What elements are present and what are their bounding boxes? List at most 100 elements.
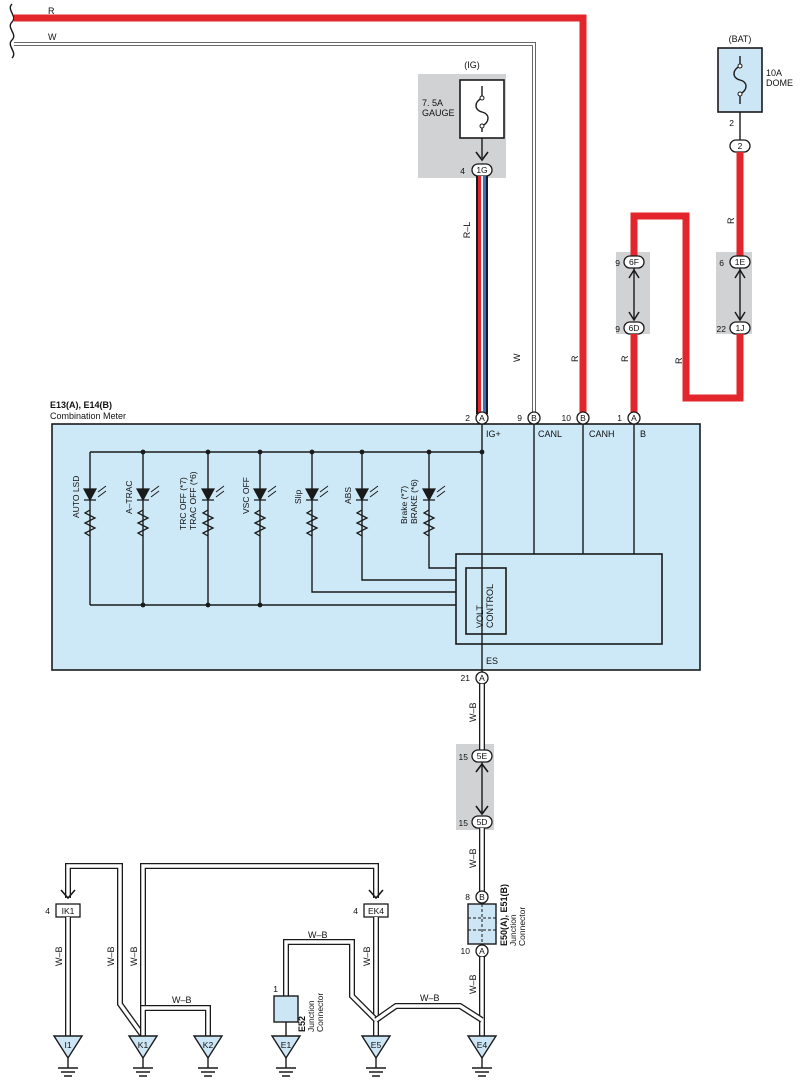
ground-icon [366, 1058, 386, 1077]
svg-text:W–B: W–B [468, 974, 478, 994]
svg-text:W–B: W–B [172, 995, 192, 1005]
svg-text:CANH: CANH [589, 429, 615, 439]
svg-text:8: 8 [465, 892, 470, 902]
ground-e1: E1 [270, 1035, 302, 1077]
svg-text:1: 1 [617, 413, 622, 423]
svg-text:EK4: EK4 [368, 906, 384, 916]
meter-subtitle: Combination Meter [50, 411, 126, 421]
arrow-down-icon [368, 889, 384, 900]
arrow-down-icon [475, 151, 489, 162]
volt-control-box [465, 567, 507, 635]
svg-text:ABS: ABS [343, 487, 353, 504]
indicator-a-trac: A–TRAC [124, 449, 160, 605]
svg-text:B: B [479, 892, 485, 902]
svg-text:I1: I1 [64, 1040, 71, 1050]
gauge-amp: 7. 5A [422, 98, 443, 108]
wire-label-r-dome: R [726, 217, 736, 224]
wire-label-r-l: R–L [462, 222, 472, 239]
svg-text:A: A [631, 413, 637, 423]
svg-text:W–B: W–B [468, 702, 478, 722]
svg-text:B: B [580, 413, 586, 423]
svg-text:Brake (*7): Brake (*7) [399, 486, 409, 524]
control-label: CONTROL [485, 584, 495, 628]
svg-text:10: 10 [461, 946, 471, 956]
connector-2-label: 2 [738, 141, 743, 151]
volt-control-module [455, 553, 663, 645]
connector-1g-pin: 4 [460, 166, 465, 176]
svg-text:IK1: IK1 [62, 906, 75, 916]
indicator-vsc-off: VSC OFF [241, 449, 277, 605]
svg-text:4: 4 [45, 906, 50, 916]
wire-r-loop [630, 212, 744, 402]
ground-icon [133, 1058, 153, 1077]
indicator-auto-lsd: AUTO LSD [71, 452, 107, 605]
svg-text:21: 21 [461, 673, 471, 683]
svg-text:Junction: Junction [508, 914, 518, 946]
connector-6f-pin: 9 [615, 258, 620, 268]
fuse-element-icon [733, 56, 747, 104]
svg-text:W–B: W–B [308, 930, 328, 940]
wire-wb-k1-k2 [140, 1005, 211, 1036]
svg-text:BRAKE (*6): BRAKE (*6) [409, 479, 419, 524]
svg-text:5D: 5D [477, 817, 488, 827]
connector-1j-label: 1J [736, 323, 745, 333]
wire-w-top-inner [14, 42, 536, 414]
fuse-element-icon [475, 86, 489, 132]
wire-label-r-canh: R [570, 355, 580, 362]
ground-k1: K1 [127, 1035, 159, 1077]
ground-icon [198, 1058, 218, 1077]
junction-e51-pin [475, 890, 489, 904]
svg-text:Connector: Connector [517, 907, 527, 946]
connector-1e-label: 1E [735, 257, 746, 267]
svg-text:TRC OFF (*7): TRC OFF (*7) [178, 477, 188, 530]
wire-label-r-b: R [620, 355, 630, 362]
connector-1j-pin: 22 [717, 324, 727, 334]
ground-e5: E5 [360, 1035, 392, 1077]
connector-6f-label: 6F [629, 257, 639, 267]
svg-text:W–B: W–B [129, 946, 139, 966]
svg-text:1: 1 [273, 984, 278, 994]
svg-text:2: 2 [465, 413, 470, 423]
meter-title: E13(A), E14(B) [50, 400, 112, 410]
ground-e4: E4 [466, 1035, 498, 1077]
svg-text:IG+: IG+ [486, 429, 501, 439]
ig-label: (IG) [464, 60, 480, 70]
wire-label-w: W [512, 353, 522, 362]
es-label: ES [486, 656, 498, 666]
arrow-down-icon [475, 805, 489, 816]
svg-text:E5: E5 [371, 1040, 382, 1050]
svg-text:AUTO LSD: AUTO LSD [71, 476, 81, 518]
svg-text:E4: E4 [477, 1040, 488, 1050]
connector-6d-label: 6D [629, 323, 640, 333]
svg-text:E1: E1 [281, 1040, 292, 1050]
svg-text:10: 10 [562, 413, 572, 423]
svg-text:A–TRAC: A–TRAC [124, 480, 134, 514]
volt-label: VOLT [475, 605, 485, 628]
dome-name: DOME [766, 78, 793, 88]
wire-label-r-loop: R [674, 357, 684, 364]
indicator-trc-off: TRC OFF (*7) TRAC OFF (*6) [178, 449, 225, 605]
connector-1e-pin: 6 [719, 258, 724, 268]
svg-text:CANL: CANL [538, 429, 562, 439]
svg-text:15: 15 [459, 752, 469, 762]
svg-text:4: 4 [353, 906, 358, 916]
arrow-up-icon [628, 268, 640, 279]
svg-text:K1: K1 [138, 1040, 149, 1050]
svg-text:Junction: Junction [306, 1000, 316, 1032]
connector-1g-label: 1G [476, 165, 487, 175]
junction-e52-name: E52 [297, 1016, 307, 1032]
connector-6d-pin: 9 [615, 324, 620, 334]
ground-i1: I1 [52, 1035, 84, 1077]
arrow-down-icon [60, 889, 76, 900]
junction-e50-name: E50(A), E51(B) [499, 884, 509, 946]
arrow-down-icon [734, 311, 746, 322]
svg-text:W–B: W–B [54, 946, 64, 966]
arrow-up-icon [734, 268, 746, 279]
indicator-slip: Slip [293, 449, 456, 593]
svg-text:K2: K2 [203, 1040, 214, 1050]
svg-text:B: B [531, 413, 537, 423]
svg-text:5E: 5E [477, 751, 488, 761]
svg-text:W–B: W–B [106, 946, 116, 966]
arrow-up-icon [475, 762, 489, 773]
